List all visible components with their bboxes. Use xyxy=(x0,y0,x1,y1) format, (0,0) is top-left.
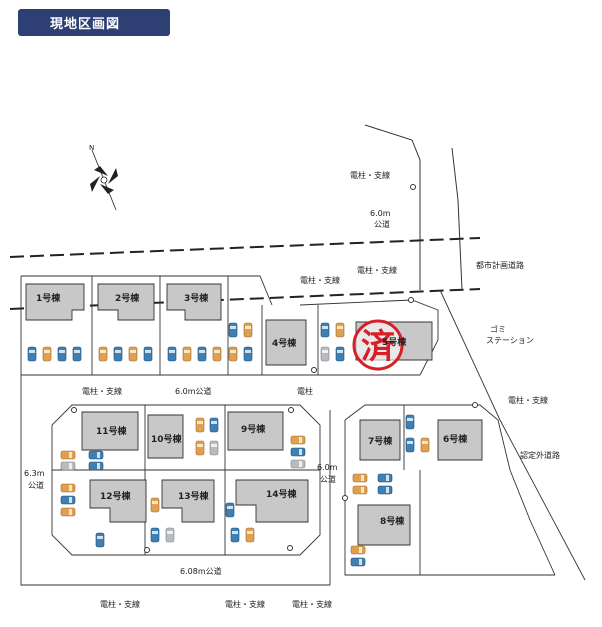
lot-label-12: 12号棟 xyxy=(100,490,132,502)
pole-only-label: 電柱 xyxy=(297,386,313,396)
lot-label-4: 4号棟 xyxy=(272,337,297,349)
public-road-north: 公道 xyxy=(374,219,390,229)
public-road-west: 公道 xyxy=(28,480,44,490)
pole-label-mid2: 電柱・支線 xyxy=(357,265,397,275)
svg-text:N: N xyxy=(89,144,94,152)
lot-label-13: 13号棟 xyxy=(178,490,210,502)
utility-poles xyxy=(71,184,478,553)
lot-label-8: 8号棟 xyxy=(380,515,405,527)
lot-label-11: 11号棟 xyxy=(96,425,128,437)
road-6m-east: 6.0m xyxy=(317,463,338,472)
lot-label-1: 1号棟 xyxy=(36,292,61,304)
garbage-label-2: ステーション xyxy=(486,336,534,345)
road-63-label: 6.3m xyxy=(24,469,45,478)
outside-road-label: 認定外道路 xyxy=(520,450,560,460)
sold-stamp: 済 xyxy=(352,319,404,371)
city-planned-road-lines xyxy=(9,237,481,310)
north-road xyxy=(364,124,463,291)
map-title-badge: 現地区画図 xyxy=(18,9,170,36)
map-annotations: 電柱・支線 6.0m 公道 電柱・支線 電柱・支線 都市計画道路 ゴミ ステーシ… xyxy=(24,170,560,609)
pole-label-se: 電柱・支線 xyxy=(292,599,332,609)
lot-label-6: 6号棟 xyxy=(443,433,468,445)
garbage-label-1: ゴミ xyxy=(490,324,506,334)
houses xyxy=(25,283,483,546)
pole-label-mid: 電柱・支線 xyxy=(300,275,340,285)
lot-label-3: 3号棟 xyxy=(184,292,209,304)
site-boundary xyxy=(20,289,586,586)
lot-label-7: 7号棟 xyxy=(368,435,393,447)
pole-label-north: 電柱・支線 xyxy=(350,170,390,180)
lot-label-14: 14号棟 xyxy=(266,488,298,500)
planned-road-label: 都市計画道路 xyxy=(476,260,524,270)
sold-stamp-text: 済 xyxy=(361,327,396,367)
map-title: 現地区画図 xyxy=(50,17,121,32)
north-lots-outline xyxy=(20,275,439,376)
road-width-north: 6.0m xyxy=(370,209,391,218)
pole-label-s: 電柱・支線 xyxy=(225,599,265,609)
pole-label-nw: 電柱・支線 xyxy=(82,386,122,396)
public-road-east: 公道 xyxy=(320,474,336,484)
road-6m-center: 6.0m公道 xyxy=(175,386,212,396)
lot-label-10: 10号棟 xyxy=(151,433,183,445)
lot-labels: 1号棟 2号棟 3号棟 4号棟 5号棟 6号棟 7号棟 8号棟 9号棟 10号棟… xyxy=(36,292,468,527)
road-608-label: 6.08m公道 xyxy=(180,566,222,576)
lot-label-9: 9号棟 xyxy=(241,423,266,435)
pole-label-east: 電柱・支線 xyxy=(508,395,548,405)
pole-label-sw: 電柱・支線 xyxy=(100,599,140,609)
lot-label-2: 2号棟 xyxy=(115,292,140,304)
lot-label-5: 5号棟 xyxy=(382,336,407,348)
north-compass-icon: N xyxy=(89,144,118,211)
